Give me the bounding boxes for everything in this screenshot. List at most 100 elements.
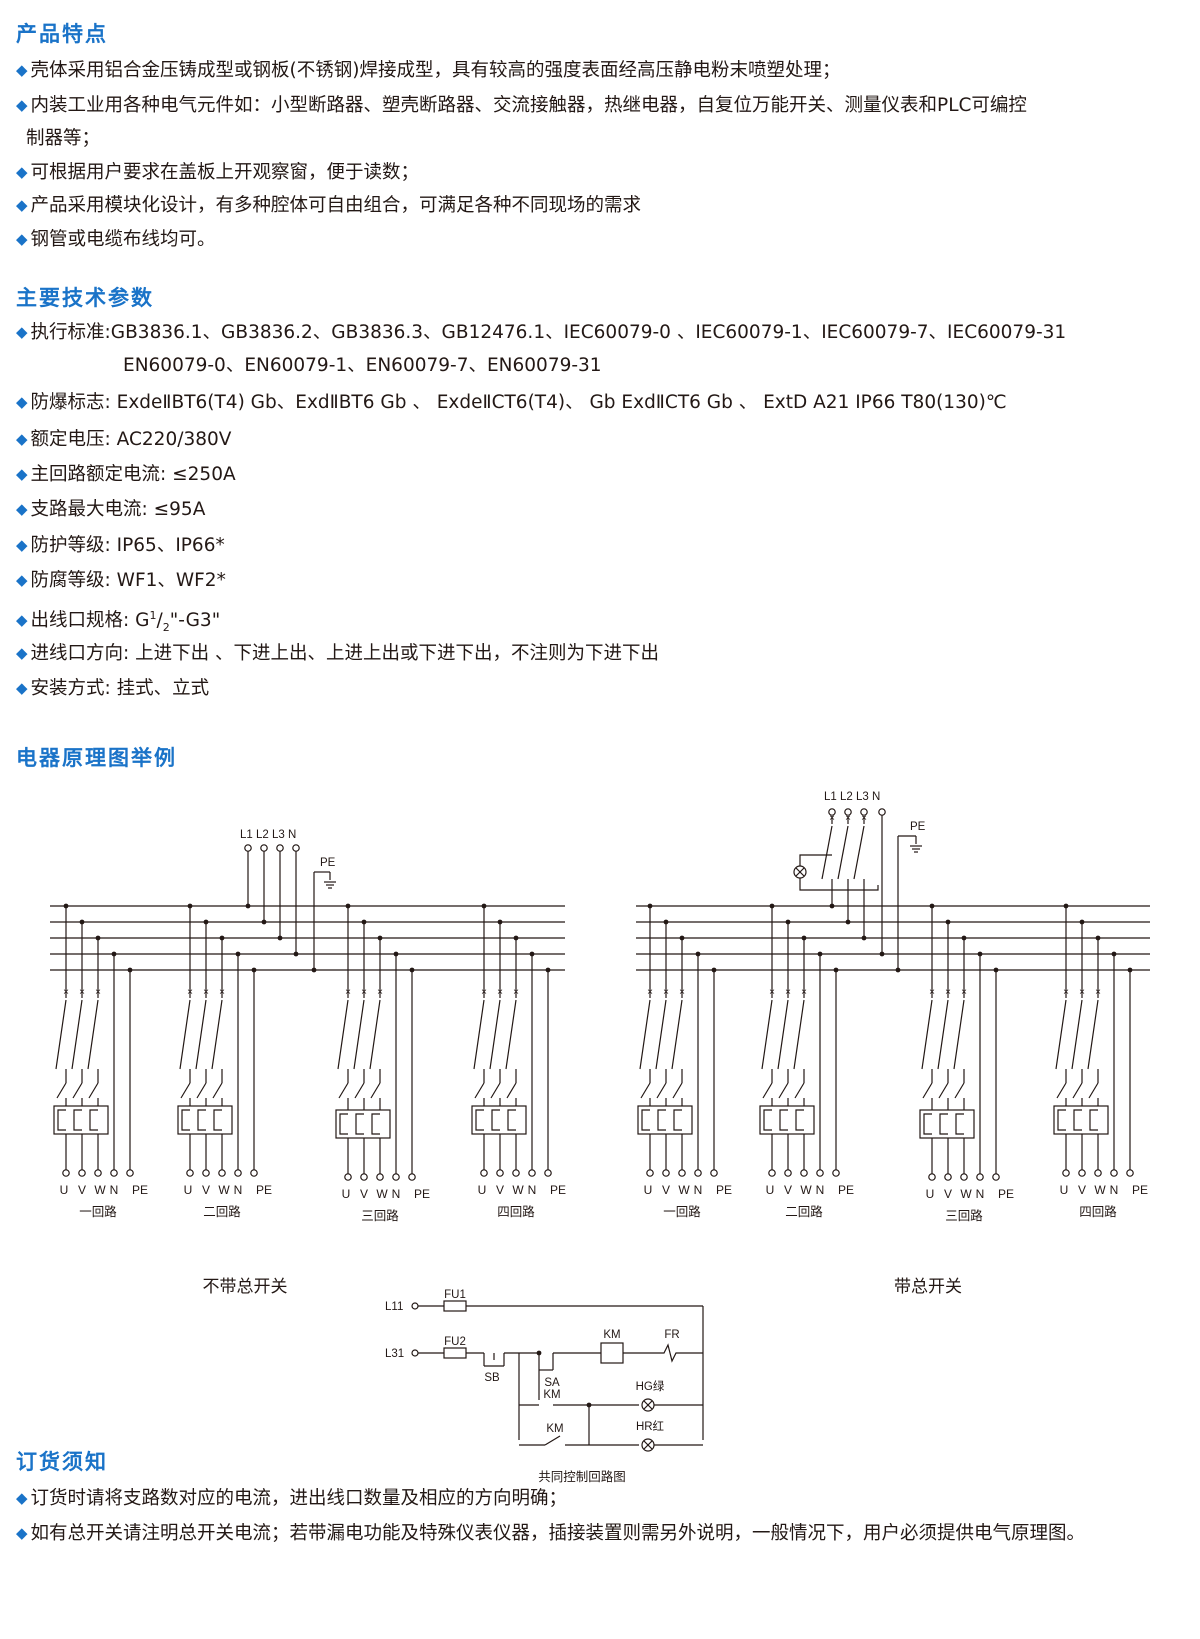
- input-terminal-labels: L1 L2 L3 N: [824, 791, 880, 803]
- contactor-blade: [656, 1082, 667, 1099]
- param-item-continuation: EN60079-0、EN60079-1、EN60079-7、EN60079-31: [123, 355, 602, 376]
- contactor-blade: [196, 1082, 207, 1099]
- fu1-label: FU1: [444, 1289, 466, 1301]
- terminal-circle: [1062, 1169, 1070, 1177]
- terminal-circle: [928, 1173, 936, 1181]
- circuit-name: 三回路: [945, 1208, 983, 1223]
- thermal-element: [89, 1109, 98, 1131]
- params-title: 主要技术参数: [16, 286, 154, 310]
- output-terminal-label: U: [926, 1187, 935, 1201]
- breaker-mark-icon: ×: [785, 987, 791, 998]
- output-terminal-label: V: [496, 1183, 504, 1197]
- output-terminal-label: W: [960, 1187, 972, 1201]
- diamond-bullet-icon: ◆: [16, 536, 28, 554]
- feature-item: ◆钢管或电缆布线均可。: [16, 229, 216, 250]
- terminal-circle: [62, 1169, 70, 1177]
- terminal-circle: [828, 808, 836, 816]
- diamond-bullet-icon: ◆: [16, 1489, 28, 1507]
- output-terminal-label: W: [1094, 1183, 1106, 1197]
- diagram-title: 电器原理图举例: [16, 746, 177, 770]
- diamond-bullet-icon: ◆: [16, 1524, 28, 1542]
- output-terminal-label: U: [644, 1183, 653, 1197]
- thermal-relay-box: [53, 1105, 109, 1135]
- sa-label: SA: [544, 1377, 560, 1389]
- breaker-blade: [793, 999, 805, 1070]
- output-terminal-label: V: [1078, 1183, 1086, 1197]
- terminal-circle: [944, 1173, 952, 1181]
- features-title: 产品特点: [16, 22, 108, 46]
- breaker-blade: [761, 999, 773, 1070]
- terminal-circle: [710, 1169, 718, 1177]
- breaker-mark-icon: ×: [663, 987, 669, 998]
- output-terminal-label: U: [478, 1183, 487, 1197]
- contactor-blade: [762, 1082, 773, 1099]
- output-terminal-label: N: [976, 1187, 985, 1201]
- breaker-mark-icon: ×: [497, 987, 503, 998]
- terminal-circle: [512, 1169, 520, 1177]
- terminal-circle: [276, 844, 284, 852]
- terminal-circle: [94, 1169, 102, 1177]
- thermal-element: [673, 1109, 682, 1131]
- fr-contact: [656, 1343, 703, 1363]
- terminal-circle: [411, 1302, 419, 1310]
- output-terminal-label: PE: [838, 1183, 854, 1197]
- breaker-mark-icon: ×: [187, 987, 193, 998]
- thermal-relay-box: [471, 1105, 527, 1135]
- junction-dot: [245, 903, 251, 909]
- param-item: ◆防腐等级: WF1、WF2*: [16, 570, 226, 591]
- terminal-circle: [411, 1349, 419, 1357]
- junction-dot: [311, 967, 317, 973]
- output-terminal-label: V: [78, 1183, 86, 1197]
- fuse-fu2: [443, 1347, 467, 1359]
- junction-dot: [261, 919, 267, 925]
- terminal-circle: [186, 1169, 194, 1177]
- contactor-blade: [640, 1082, 651, 1099]
- junction-dot: [277, 935, 283, 941]
- thermal-element: [57, 1109, 66, 1131]
- breaker-blade: [473, 999, 485, 1070]
- breaker-mark-icon: ×: [929, 987, 935, 998]
- output-terminal-label: PE: [998, 1187, 1014, 1201]
- breaker-mark-icon: ×: [945, 987, 951, 998]
- thermal-element: [955, 1113, 964, 1135]
- feature-item-continuation: 制器等；: [26, 128, 101, 149]
- output-terminal-label: N: [392, 1187, 401, 1201]
- param-item: ◆安装方式: 挂式、立式: [16, 678, 210, 699]
- caption-without-main-switch: 不带总开关: [203, 1277, 288, 1296]
- breaker-mark-icon: ×: [95, 987, 101, 998]
- breaker-blade: [353, 999, 365, 1070]
- terminal-circle: [244, 844, 252, 852]
- diamond-bullet-icon: ◆: [16, 96, 28, 114]
- thermal-element: [1089, 1109, 1098, 1131]
- output-terminal-label: W: [800, 1183, 812, 1197]
- terminal-circle: [1078, 1169, 1086, 1177]
- breaker-mark-icon: ×: [845, 813, 851, 824]
- fu2-label: FU2: [444, 1336, 466, 1348]
- breaker-blade: [87, 999, 99, 1070]
- thermal-relay-box: [759, 1105, 815, 1135]
- output-terminal-label: U: [342, 1187, 351, 1201]
- breaker-mark-icon: ×: [377, 987, 383, 998]
- thermal-relay-box: [1053, 1105, 1109, 1135]
- contactor-blade: [794, 1082, 805, 1099]
- contactor-blade: [72, 1082, 83, 1099]
- feature-item: ◆可根据用户要求在盖板上开观察窗，便于读数；: [16, 162, 420, 183]
- junction-dot: [536, 1350, 542, 1356]
- contactor-blade: [938, 1082, 949, 1099]
- l11-label: L11: [385, 1301, 403, 1313]
- contactor-blade: [1072, 1082, 1083, 1099]
- terminal-circle: [678, 1169, 686, 1177]
- terminal-circle: [844, 808, 852, 816]
- breaker-blade: [655, 999, 667, 1070]
- breaker-blade: [337, 999, 349, 1070]
- terminal-circle: [878, 808, 886, 816]
- breaker-mark-icon: ×: [961, 987, 967, 998]
- circuit-name: 二回路: [785, 1204, 823, 1219]
- junction-dot: [293, 951, 299, 957]
- terminal-circle: [126, 1169, 134, 1177]
- output-terminal-label: W: [512, 1183, 524, 1197]
- feature-item: ◆内装工业用各种电气元件如：小型断路器、塑壳断路器、交流接触器，热继电器，自复位…: [16, 95, 1027, 116]
- fuse-fu1: [443, 1300, 467, 1312]
- km-aux-contact: [544, 1435, 561, 1446]
